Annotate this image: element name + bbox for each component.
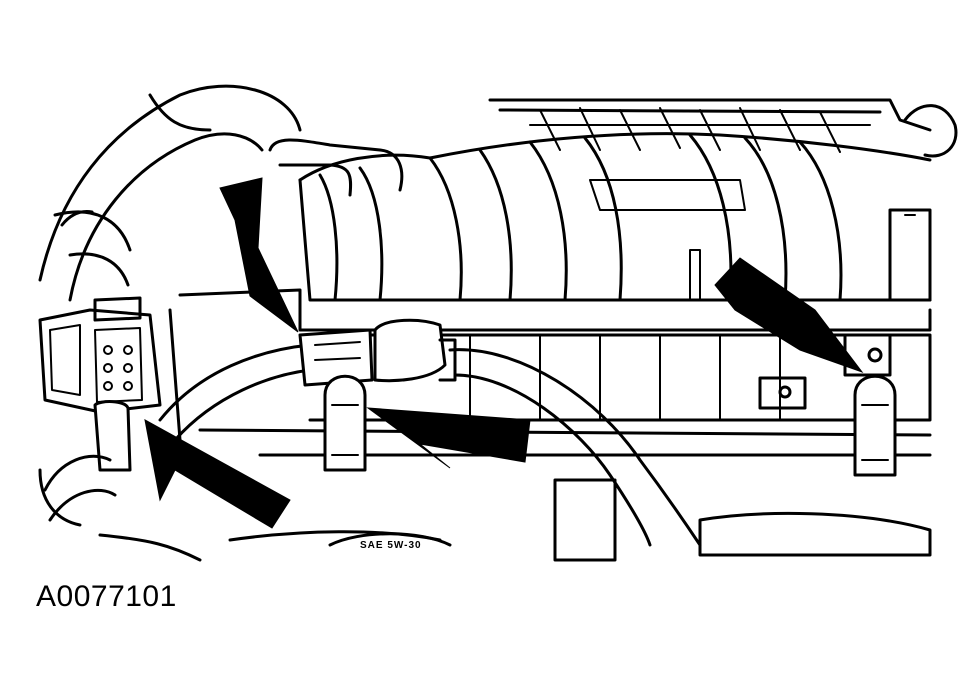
arrow-pointer-3 bbox=[366, 407, 531, 469]
arrow-pointer-2 bbox=[144, 419, 291, 529]
right-connector bbox=[853, 374, 897, 477]
arrow-pointer-4 bbox=[714, 257, 864, 374]
arrow-pointer-1 bbox=[219, 177, 299, 333]
upper-hose bbox=[38, 84, 302, 302]
right-fitting bbox=[888, 104, 958, 302]
return-hose bbox=[553, 478, 932, 562]
callout-arrows bbox=[144, 177, 864, 529]
lower-hoses bbox=[38, 454, 452, 562]
engraved-label: SAE 5W-30 bbox=[360, 540, 422, 551]
engine-illustration: SAE 5W-30 bbox=[38, 84, 958, 562]
intake-manifold bbox=[298, 98, 932, 302]
center-connector bbox=[298, 318, 457, 472]
wiring-harness bbox=[158, 343, 702, 547]
figure-caption: A0077101 bbox=[36, 580, 177, 613]
left-multi-connector bbox=[38, 296, 162, 472]
vacuum-tube-top bbox=[268, 138, 404, 197]
